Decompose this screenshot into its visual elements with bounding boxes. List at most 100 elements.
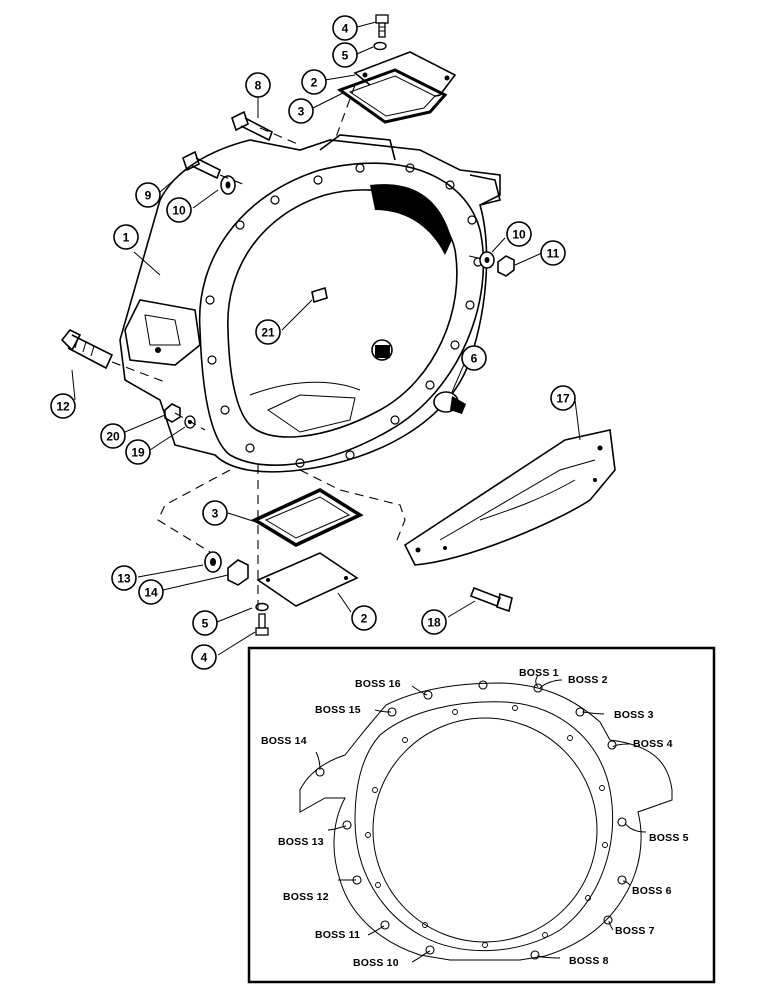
- callout-circle: [550, 385, 576, 411]
- callout-14: 14: [138, 579, 164, 605]
- callout-10: 10: [166, 197, 192, 223]
- callout-circle: [111, 565, 137, 591]
- callout-3: 3: [202, 500, 228, 526]
- callout-5: 5: [332, 42, 358, 68]
- callout-number: 5: [202, 617, 209, 631]
- callout-2: 2: [351, 605, 377, 631]
- callout-number: 20: [106, 430, 120, 444]
- callout-circle: [100, 423, 126, 449]
- callout-number: 12: [56, 400, 70, 414]
- callout-circle: [245, 72, 271, 98]
- callout-circle: [192, 610, 218, 636]
- callout-number: 10: [172, 204, 186, 218]
- leader-lines: [71, 21, 581, 656]
- callout-number: 11: [547, 247, 560, 261]
- callout-number: 9: [145, 189, 152, 203]
- callout-number: 18: [427, 616, 441, 630]
- callout-circle: [113, 224, 139, 250]
- callout-number: 14: [144, 586, 158, 600]
- callout-circle: [202, 500, 228, 526]
- plug-6: [433, 391, 466, 414]
- callout-19: 19: [125, 439, 151, 465]
- callout-1: 1: [113, 224, 139, 250]
- callout-11: 11: [540, 240, 566, 266]
- callout-number: 13: [117, 572, 131, 586]
- boss-inset-frame: [247, 646, 716, 984]
- callout-circle: [301, 69, 327, 95]
- callout-10: 10: [506, 221, 532, 247]
- bolt-9: [182, 150, 222, 180]
- callout-number: 6: [471, 352, 478, 366]
- boss-label-group: BOSS 1 BOSS 2 BOSS 3 BOSS 4 BOSS 5 BOSS 6 BOSS…: [261, 667, 689, 969]
- bolt-bottom: [255, 613, 269, 636]
- boss-label-6: BOSS 6: [632, 885, 672, 897]
- callout-4: 4: [191, 644, 217, 670]
- boss-label-2: BOSS 2: [568, 674, 608, 686]
- callout-circle: [288, 98, 314, 124]
- dust-cover-17: [403, 429, 616, 566]
- boss-label-7: BOSS 7: [615, 925, 655, 937]
- callout-number: 17: [556, 392, 570, 406]
- callout-circle: [351, 605, 377, 631]
- callout-circle: [191, 644, 217, 670]
- callout-number: 5: [342, 49, 349, 63]
- callout-circle: [50, 393, 76, 419]
- callout-circle: [332, 15, 358, 41]
- boss-label-3: BOSS 3: [614, 709, 654, 721]
- callout-circle: [461, 345, 487, 371]
- callout-number: 4: [201, 651, 208, 665]
- callout-13: 13: [111, 565, 137, 591]
- callout-number: 8: [255, 79, 262, 93]
- callout-21: 21: [255, 319, 281, 345]
- boss-label-5: BOSS 5: [649, 832, 689, 844]
- boss-label-1: BOSS 1: [519, 667, 559, 679]
- callout-group: 4 5 2 3 8 9 10 1 10 11 21 6 12 17 20 19 3 13 14 5 2 18 4: [50, 15, 576, 670]
- boss-label-11: BOSS 11: [315, 929, 360, 941]
- callout-4: 4: [332, 15, 358, 41]
- explode-lines: [111, 84, 479, 615]
- boss-label-12: BOSS 12: [283, 891, 329, 903]
- bolt-top: [375, 14, 389, 38]
- callout-number: 3: [298, 105, 305, 119]
- boss-label-14: BOSS 14: [261, 735, 307, 747]
- boss-label-8: BOSS 8: [569, 955, 609, 967]
- callout-number: 10: [512, 228, 526, 242]
- callout-circle: [166, 197, 192, 223]
- top-gasket: [336, 68, 448, 124]
- callout-18: 18: [421, 609, 447, 635]
- boss-label-15: BOSS 15: [315, 704, 361, 716]
- callout-number: 2: [361, 612, 368, 626]
- callout-2: 2: [301, 69, 327, 95]
- flywheel-housing-drawing: [119, 134, 501, 473]
- callout-5: 5: [192, 610, 218, 636]
- bottom-gasket: [251, 488, 364, 547]
- callout-circle: [506, 221, 532, 247]
- callout-number: 2: [311, 76, 318, 90]
- callout-20: 20: [100, 423, 126, 449]
- callout-12: 12: [50, 393, 76, 419]
- callout-number: 4: [342, 22, 349, 36]
- boss-label-4: BOSS 4: [633, 738, 673, 750]
- callout-3: 3: [288, 98, 314, 124]
- callout-number: 19: [131, 446, 145, 460]
- callout-8: 8: [245, 72, 271, 98]
- callout-number: 1: [123, 231, 130, 245]
- bolt-18: [469, 586, 513, 613]
- boss-label-13: BOSS 13: [278, 836, 324, 848]
- callout-number: 21: [261, 326, 275, 340]
- callout-number: 3: [212, 507, 219, 521]
- callout-circle: [138, 579, 164, 605]
- boss-diagram: [299, 674, 673, 963]
- boss-label-10: BOSS 10: [353, 957, 399, 969]
- boss-label-16: BOSS 16: [355, 678, 401, 690]
- callout-6: 6: [461, 345, 487, 371]
- bolt-8: [231, 110, 273, 142]
- callout-circle: [255, 319, 281, 345]
- callout-circle: [125, 439, 151, 465]
- callout-circle: [135, 182, 161, 208]
- callout-circle: [421, 609, 447, 635]
- callout-circle: [332, 42, 358, 68]
- callout-circle: [540, 240, 566, 266]
- bottom-cover-plate: [256, 552, 359, 607]
